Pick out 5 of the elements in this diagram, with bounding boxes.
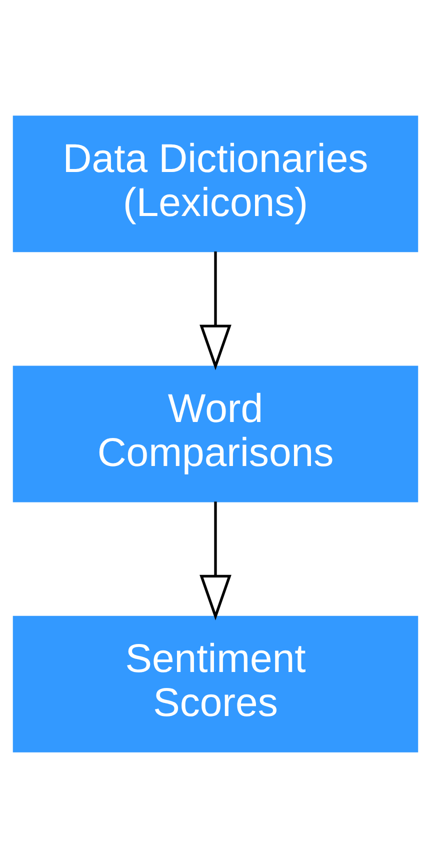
- node-box: Data Dictionaries (Lexicons): [12, 115, 418, 252]
- node-box: Word Comparisons: [12, 365, 418, 502]
- node-box: Sentiment Scores: [12, 615, 418, 752]
- arrow: [200, 501, 232, 620]
- arrow: [200, 251, 232, 370]
